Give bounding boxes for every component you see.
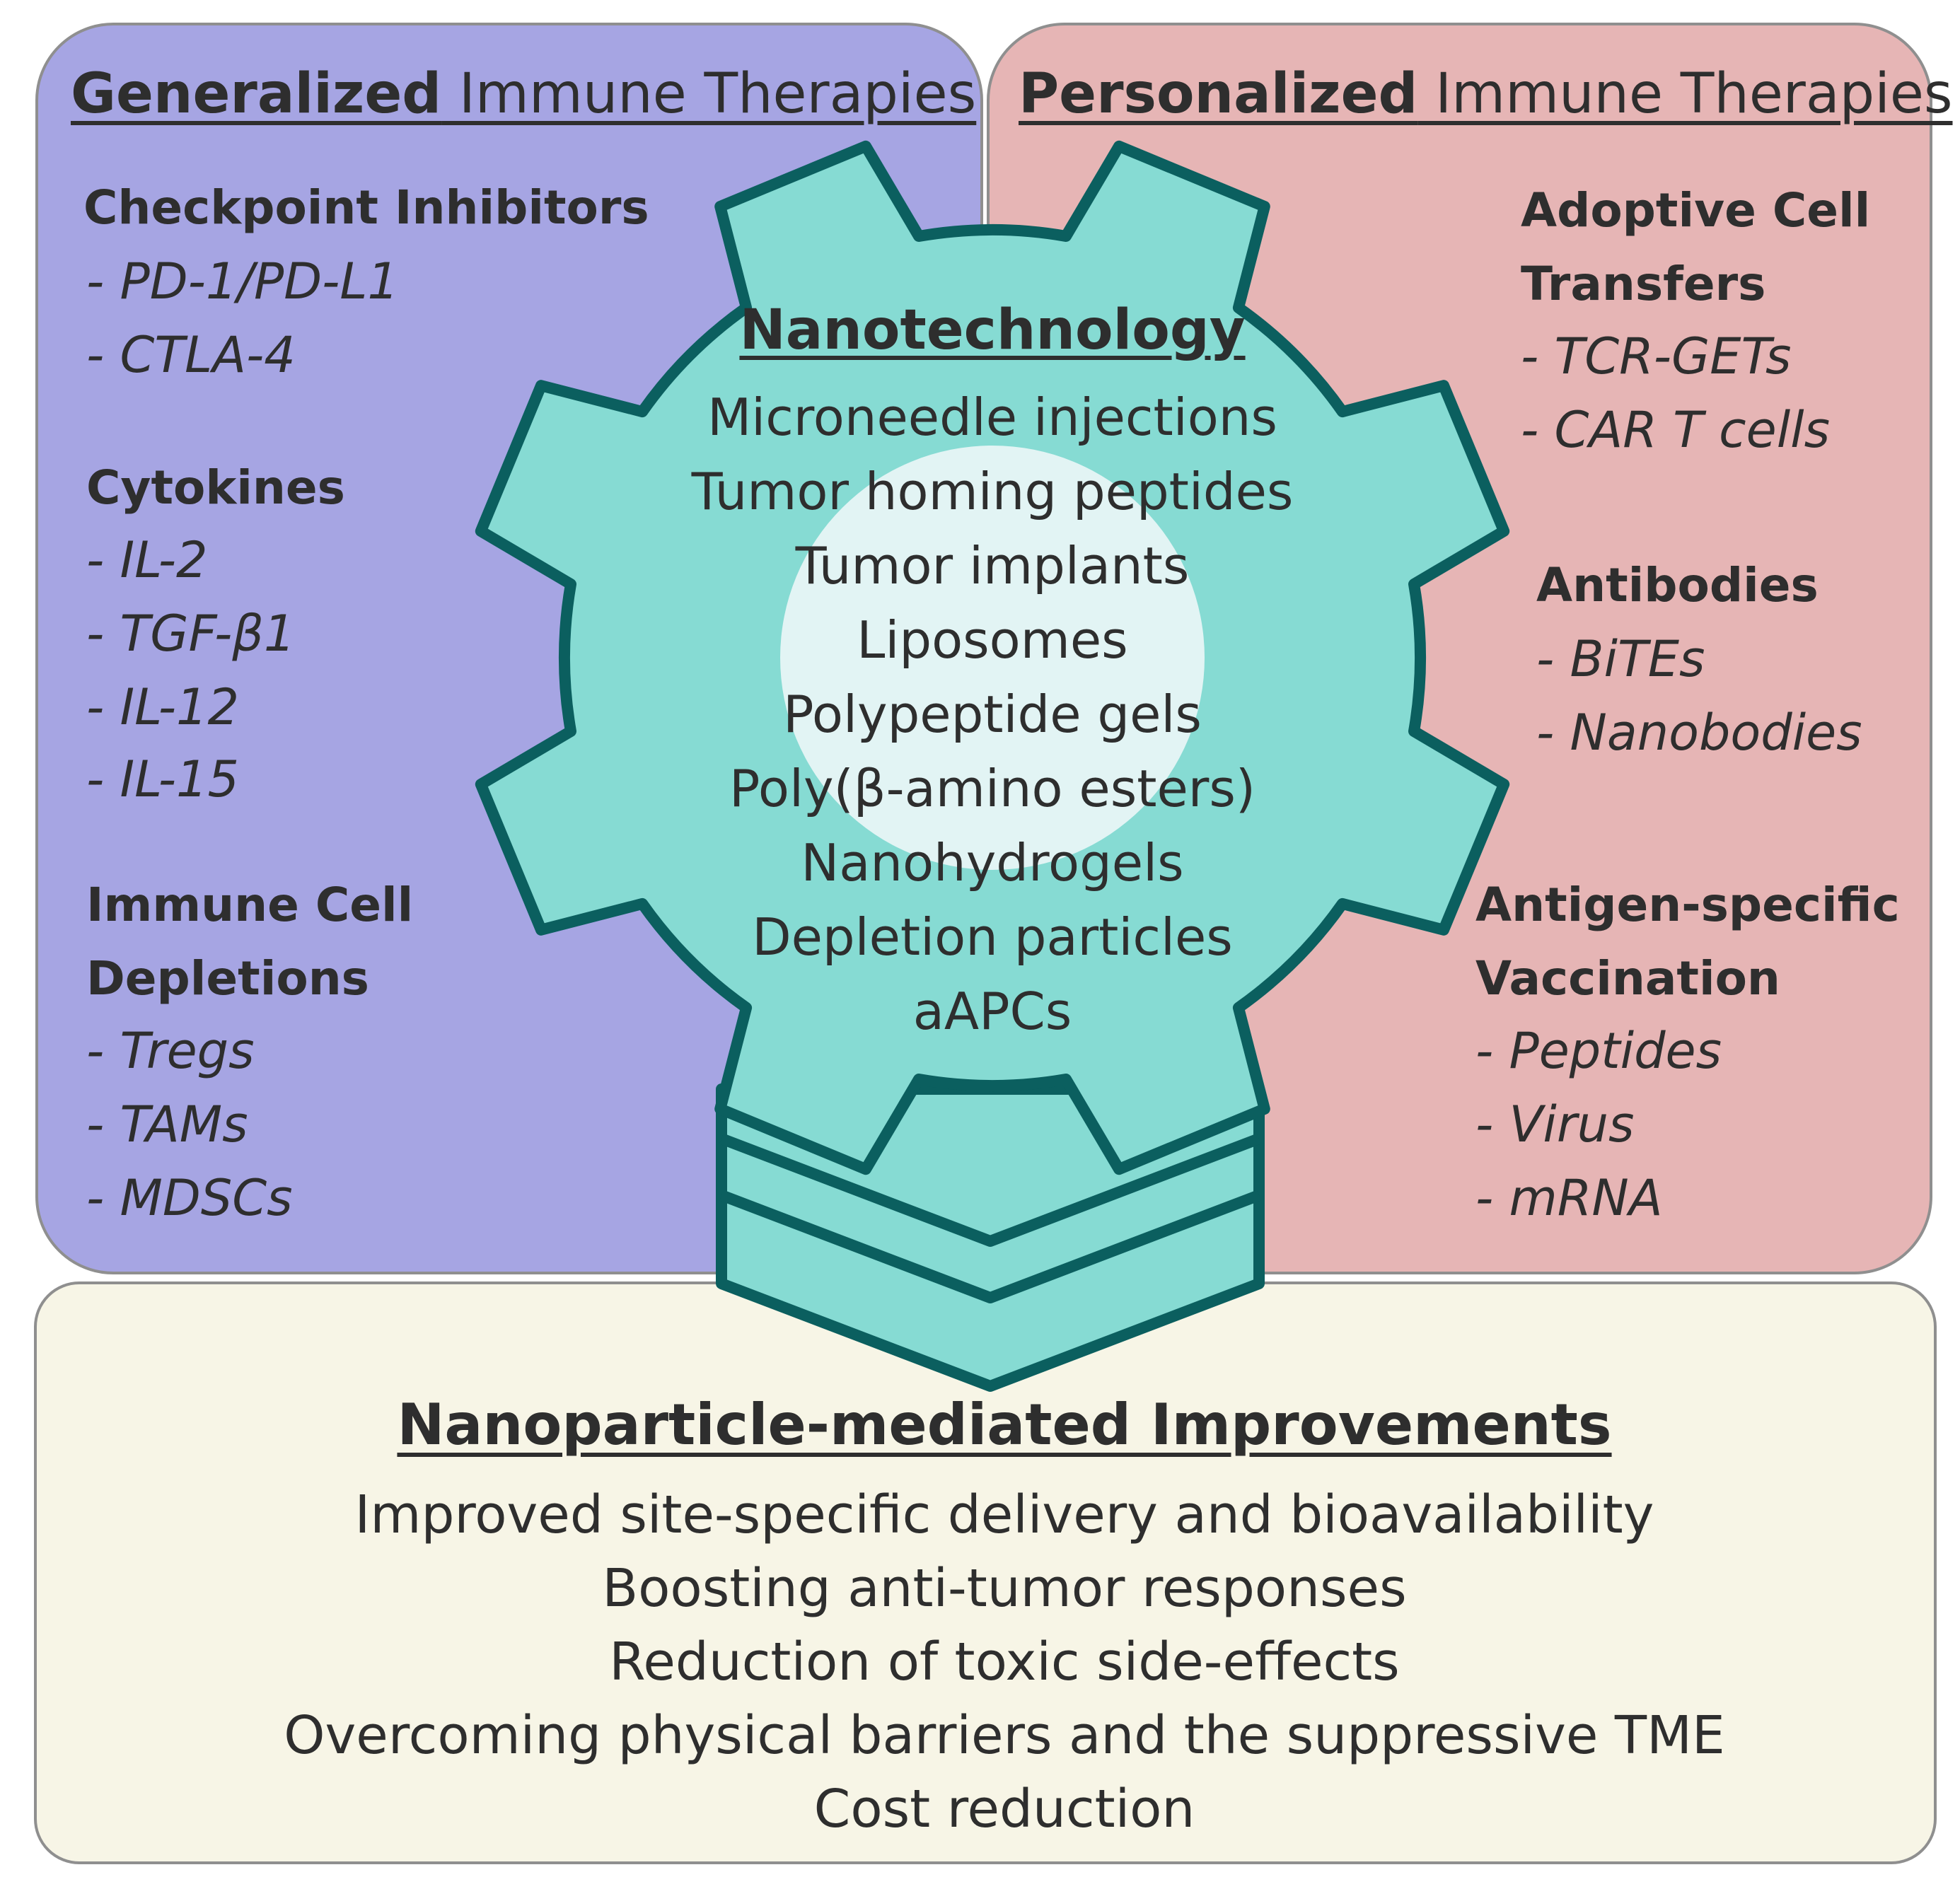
list-item: Tumor implants	[795, 536, 1190, 595]
list-item: Improved site-specific delivery and bioa…	[354, 1484, 1654, 1545]
list-item: Reduction of toxic side-effects	[609, 1632, 1400, 1692]
improvements-list: Improved site-specific delivery and bioa…	[226, 1478, 1782, 1846]
list-item: Liposomes	[857, 610, 1128, 670]
list-item: Overcoming physical barriers and the sup…	[284, 1705, 1725, 1766]
list-item: IL-15	[86, 743, 240, 816]
list-item: Tumor homing peptides	[691, 462, 1294, 521]
list-item: MDSCs	[86, 1161, 293, 1235]
gear-hub	[780, 446, 1205, 870]
list-item: Depletion particles	[752, 907, 1233, 967]
list-item: TAMs	[86, 1088, 248, 1161]
list-item: Nanobodies	[1536, 696, 1862, 769]
list-item: CAR T cells	[1521, 393, 1831, 467]
personalized-title: Personalized Immune Therapies	[1019, 62, 1953, 126]
improvements-title: Nanoparticle-mediated Improvements	[397, 1392, 1612, 1458]
category-antigen-specific-vaccination: Antigen-specific Vaccination	[1475, 878, 1900, 1006]
list-item: Polypeptide gels	[783, 685, 1202, 744]
list-item: TGF-β1	[86, 597, 296, 670]
list-item: TCR-GETs	[1521, 320, 1792, 393]
list-item: Cost reduction	[813, 1779, 1195, 1839]
list-item: BiTEs	[1536, 622, 1705, 696]
list-item: Tregs	[86, 1014, 255, 1088]
list-item: aAPCs	[912, 982, 1072, 1041]
chevron-line	[719, 1190, 1261, 1303]
nanotechnology-title: Nanotechnology	[739, 298, 1246, 362]
generalized-title: Generalized Immune Therapies	[71, 62, 977, 126]
category-immune-cell-depletions: Immune Cell Depletions	[86, 878, 414, 1006]
category-antibodies: Antibodies	[1536, 558, 1819, 612]
list-item: Nanohydrogels	[801, 833, 1184, 893]
list-item: PD-1/PD-L1	[86, 245, 399, 318]
chevron-line	[719, 1133, 1261, 1247]
category-checkpoint-inhibitors: Checkpoint Inhibitors	[83, 180, 649, 235]
list-item: CTLA-4	[86, 318, 296, 392]
list-item: Boosting anti-tumor responses	[602, 1558, 1407, 1619]
category-adoptive-cell-transfers: Adoptive Cell Transfers	[1521, 183, 1871, 311]
nanotechnology-list: Microneedle injections Tumor homing pept…	[639, 380, 1346, 1049]
category-cytokines: Cytokines	[86, 460, 345, 515]
list-item: Poly(β-amino esters)	[729, 759, 1256, 818]
list-item: mRNA	[1475, 1161, 1663, 1235]
list-item: Virus	[1475, 1088, 1635, 1161]
list-item: Peptides	[1475, 1014, 1722, 1088]
list-item: Microneedle injections	[707, 388, 1277, 447]
list-item: IL-12	[86, 670, 240, 744]
list-item: IL-2	[86, 523, 208, 597]
